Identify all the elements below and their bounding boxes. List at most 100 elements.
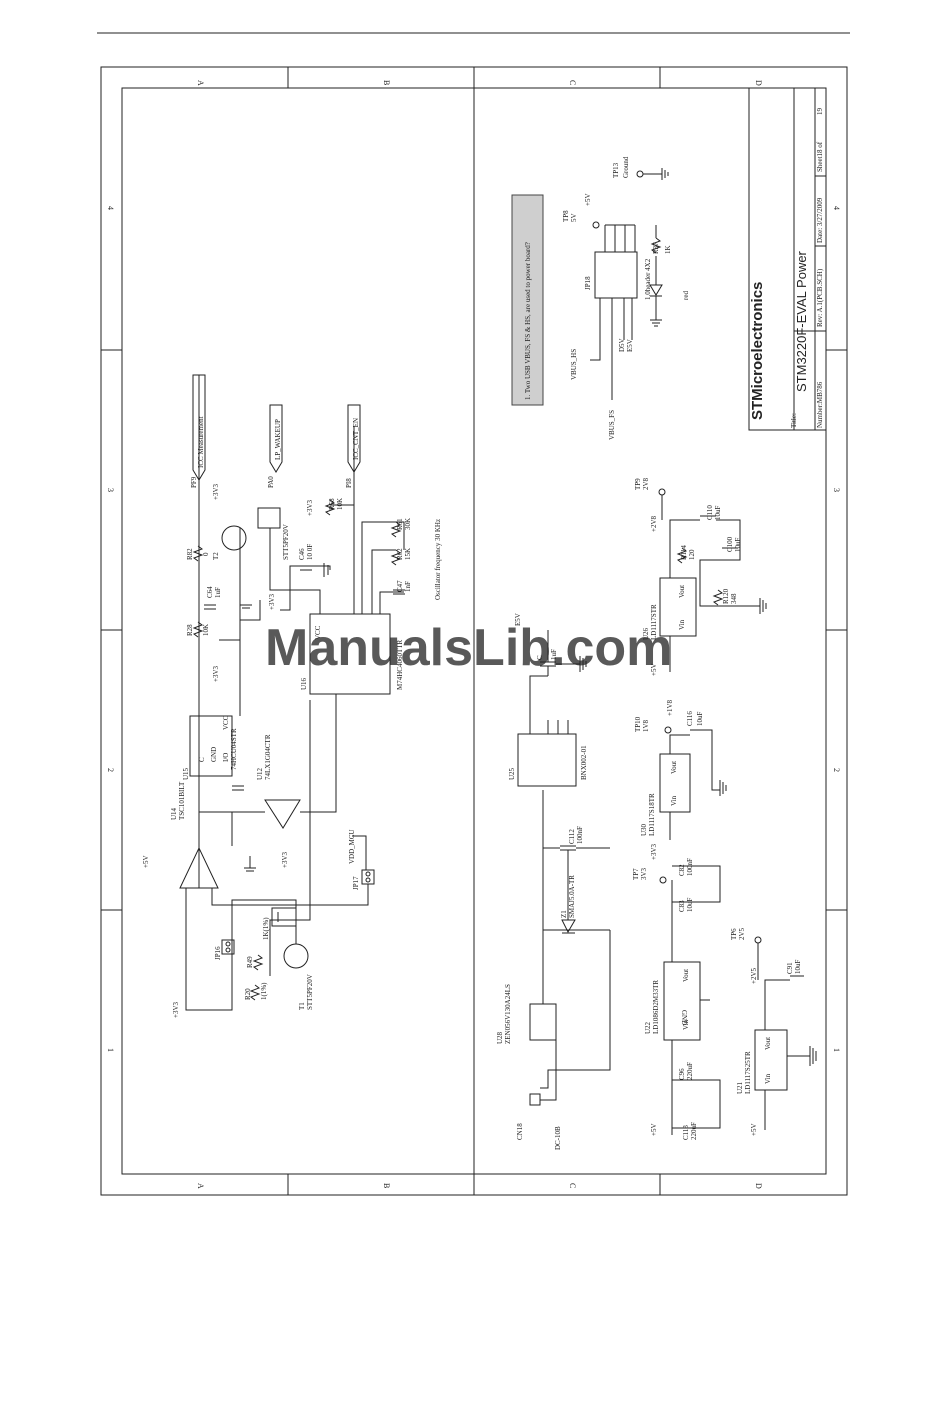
u26-label: U26 — [642, 627, 650, 640]
c116-value: 10uF — [696, 712, 704, 727]
tp13-testpoint — [636, 170, 644, 178]
r37-resistor — [650, 237, 662, 254]
r28-resistor — [192, 621, 204, 638]
icc-measurement-circuit: ICC Measurement LP_WAKEUP ICC_CNT_EN PF9… — [142, 374, 442, 1018]
r58-resistor — [324, 499, 336, 516]
watermark: ManualsLib.com — [265, 619, 672, 677]
zone-number: 4 — [106, 206, 115, 210]
r37-value: 1K — [664, 245, 672, 254]
r58-label: R58 — [328, 498, 336, 510]
r49-resistor — [252, 954, 264, 971]
t1-label: T1 — [298, 1002, 306, 1010]
zone-letter: D — [754, 80, 763, 86]
u12-label: U12 — [256, 767, 264, 780]
ground-symbol — [244, 856, 256, 872]
oscillator-note: Oscillator frequency 30 KHz — [434, 519, 442, 600]
c-e5v-label: C — [536, 655, 544, 660]
zone-letter: A — [196, 1183, 205, 1189]
r62-label: R62 — [396, 548, 404, 560]
u16-part: M74HC4060TTR — [396, 640, 404, 691]
supply-label: +3V3 — [306, 499, 314, 516]
tp10-testpoint — [664, 726, 672, 734]
u21-regulator — [754, 1029, 788, 1091]
u25-label: U25 — [508, 767, 516, 780]
t2-label: T2 — [212, 552, 220, 560]
u12-part: 74LX1G04CTR — [264, 734, 272, 780]
zone-number: 3 — [106, 488, 115, 492]
revision: Rev: A.1(PCB.SCH) — [816, 268, 824, 327]
led-color: red — [682, 291, 690, 300]
ground-symbol — [579, 656, 587, 672]
tp13-label: TP13 — [612, 162, 620, 178]
supply-label: +5V — [750, 1123, 758, 1136]
u21-pin: Vout — [764, 1037, 772, 1050]
u15-part: 74HCU04STR — [230, 728, 238, 770]
r114-label: R114 — [680, 545, 688, 560]
u26-part: LD1117STR — [650, 604, 658, 640]
tp7-value: 3V3 — [640, 867, 648, 880]
r82-resistor — [192, 545, 204, 562]
lp-wakeup-connector — [269, 404, 283, 473]
pf9-label: PF9 — [190, 476, 198, 488]
supply-label: +3V3 — [212, 483, 220, 500]
ground-symbol — [650, 319, 662, 327]
zone-number: 1 — [832, 1048, 841, 1052]
c-e5v-value: 1uF — [550, 649, 558, 660]
power-supply-circuits: JP18 1.0header 4X2 VBUS_HS VBUS_FS D5V E… — [496, 156, 817, 1150]
zone-number: 2 — [832, 768, 841, 772]
zone-letter: C — [568, 80, 577, 85]
u14-label: U14 — [170, 807, 178, 820]
c112-value: 100nF — [576, 826, 584, 844]
u12-buffer — [264, 799, 301, 829]
u16-pin-label: VCC — [314, 625, 322, 640]
title-label: Title: — [790, 413, 798, 428]
sheet-number: Sheet18 of — [816, 141, 824, 172]
tp9-label: TP9 — [634, 478, 642, 490]
t2-part: STT5PF20V — [282, 524, 290, 560]
date: Date: 3/27/2009 — [816, 197, 824, 243]
zone-letter: B — [382, 1183, 391, 1188]
zone-letter: C — [568, 1183, 577, 1188]
supply-label: +2V8 — [650, 515, 658, 532]
tp7-testpoint — [659, 876, 667, 884]
zone-number: 3 — [832, 488, 841, 492]
r49-value: 1K(1%) — [262, 917, 270, 940]
c100-label: C100 — [726, 536, 734, 552]
jp18-label: JP18 — [584, 276, 592, 290]
cn18-part: DC-10B — [554, 1126, 562, 1150]
c91-value: 10uF — [794, 960, 802, 975]
c46-label: C46 — [298, 548, 306, 560]
u26-pin: Vout — [678, 585, 686, 598]
vbus-fs-label: VBUS_FS — [608, 410, 616, 440]
icc-cnt-en-connector — [347, 404, 361, 473]
u16-ic — [309, 613, 391, 695]
jp18-header — [594, 251, 638, 299]
tp7-label: TP7 — [632, 868, 640, 880]
u22-pin: Vout — [682, 969, 690, 982]
title-block: STMicroelectronics Title: STM3220F-EVAL … — [748, 87, 827, 431]
r114-value: 120 — [688, 549, 696, 560]
supply-label: +1V8 — [666, 699, 674, 716]
r82-label: R82 — [186, 548, 194, 560]
tp8-value: 5V — [570, 213, 578, 222]
supply-label: +3V3 — [268, 593, 276, 610]
jp17-label: JP17 — [352, 876, 360, 890]
supply-label: +5V — [650, 1123, 658, 1136]
u25-part: BNX002-01 — [580, 745, 588, 780]
r20-resistor — [249, 984, 261, 1001]
zone-number: 2 — [106, 768, 115, 772]
ground-symbol — [719, 780, 727, 796]
vdd-mcu-label: VDD_MCU — [348, 829, 356, 864]
r28-value: 10K — [202, 624, 210, 636]
u21-label: U21 — [736, 1081, 744, 1094]
supply-label: +5V — [584, 193, 592, 206]
c83-label: C83 — [678, 900, 686, 912]
u25-ic — [517, 733, 577, 787]
zone-number: 1 — [106, 1048, 115, 1052]
r37-label: R37 — [652, 242, 660, 254]
supply-label: +3V3 — [172, 1001, 180, 1018]
c113-label: C113 — [682, 1125, 690, 1140]
zone-letter: D — [754, 1183, 763, 1189]
u30-label: U30 — [640, 823, 648, 836]
tp6-value: 2V5 — [738, 927, 746, 940]
